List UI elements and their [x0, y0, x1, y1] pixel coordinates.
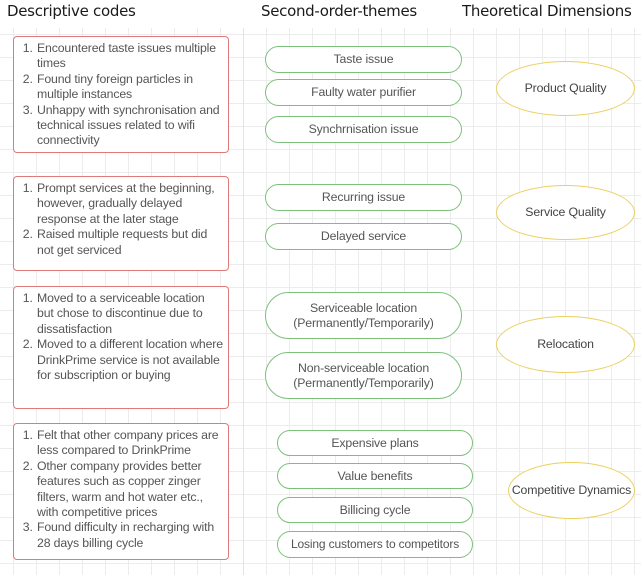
descriptive-code: Felt that other company prices are less … — [36, 428, 224, 459]
dimension-relocation[interactable]: Relocation — [496, 316, 635, 373]
theme-taste-issue[interactable]: Taste issue — [265, 46, 462, 73]
descriptive-code: Moved to a different location where Drin… — [36, 337, 224, 383]
descriptive-code: Prompt services at the beginning, howeve… — [36, 181, 224, 227]
descriptive-code: Raised multiple requests but did not get… — [36, 227, 224, 258]
theme-delayed-service[interactable]: Delayed service — [265, 223, 462, 250]
descriptive-codes-list: Felt that other company prices are less … — [18, 428, 224, 551]
descriptive-code: Encountered taste issues multiple times — [36, 41, 224, 72]
descriptive-code: Other company provides better features s… — [36, 459, 224, 521]
column-divider — [243, 28, 244, 575]
theme-value-benefits[interactable]: Value benefits — [277, 463, 473, 489]
header-theoretical-dimensions: Theoretical Dimensions — [462, 2, 632, 20]
descriptive-codes-list: Encountered taste issues multiple times … — [18, 41, 224, 149]
descriptive-codes-box-service-quality[interactable]: Prompt services at the beginning, howeve… — [13, 176, 229, 271]
dimension-competitive-dynamics[interactable]: Competitive Dynamics — [508, 462, 635, 519]
theme-losing-customers[interactable]: Losing customers to competitors — [277, 531, 473, 558]
theme-synchronisation-issue[interactable]: Synchrnisation issue — [265, 116, 462, 143]
descriptive-code: Unhappy with synchronisation and technic… — [36, 103, 224, 149]
descriptive-code: Moved to a serviceable location but chos… — [36, 291, 224, 337]
header-second-order-themes: Second-order-themes — [261, 2, 417, 20]
header-descriptive-codes: Descriptive codes — [7, 2, 136, 20]
dimension-service-quality[interactable]: Service Quality — [496, 185, 635, 240]
theme-serviceable-location[interactable]: Serviceable location (Permanently/Tempor… — [265, 292, 462, 339]
theme-recurring-issue[interactable]: Recurring issue — [265, 184, 462, 211]
theme-billing-cycle[interactable]: Billicing cycle — [277, 497, 473, 523]
theme-expensive-plans[interactable]: Expensive plans — [277, 430, 473, 456]
theme-non-serviceable-location[interactable]: Non-serviceable location (Permanently/Te… — [265, 352, 462, 399]
theme-faulty-water-purifier[interactable]: Faulty water purifier — [265, 79, 462, 106]
descriptive-codes-box-product-quality[interactable]: Encountered taste issues multiple times … — [13, 36, 229, 153]
descriptive-code: Found difficulty in recharging with 28 d… — [36, 520, 224, 551]
descriptive-codes-box-relocation[interactable]: Moved to a serviceable location but chos… — [13, 286, 229, 409]
dimension-product-quality[interactable]: Product Quality — [496, 61, 635, 116]
descriptive-codes-box-competitive-dynamics[interactable]: Felt that other company prices are less … — [13, 423, 229, 560]
descriptive-codes-list: Prompt services at the beginning, howeve… — [18, 181, 224, 258]
descriptive-code: Found tiny foreign particles in multiple… — [36, 72, 224, 103]
descriptive-codes-list: Moved to a serviceable location but chos… — [18, 291, 224, 383]
